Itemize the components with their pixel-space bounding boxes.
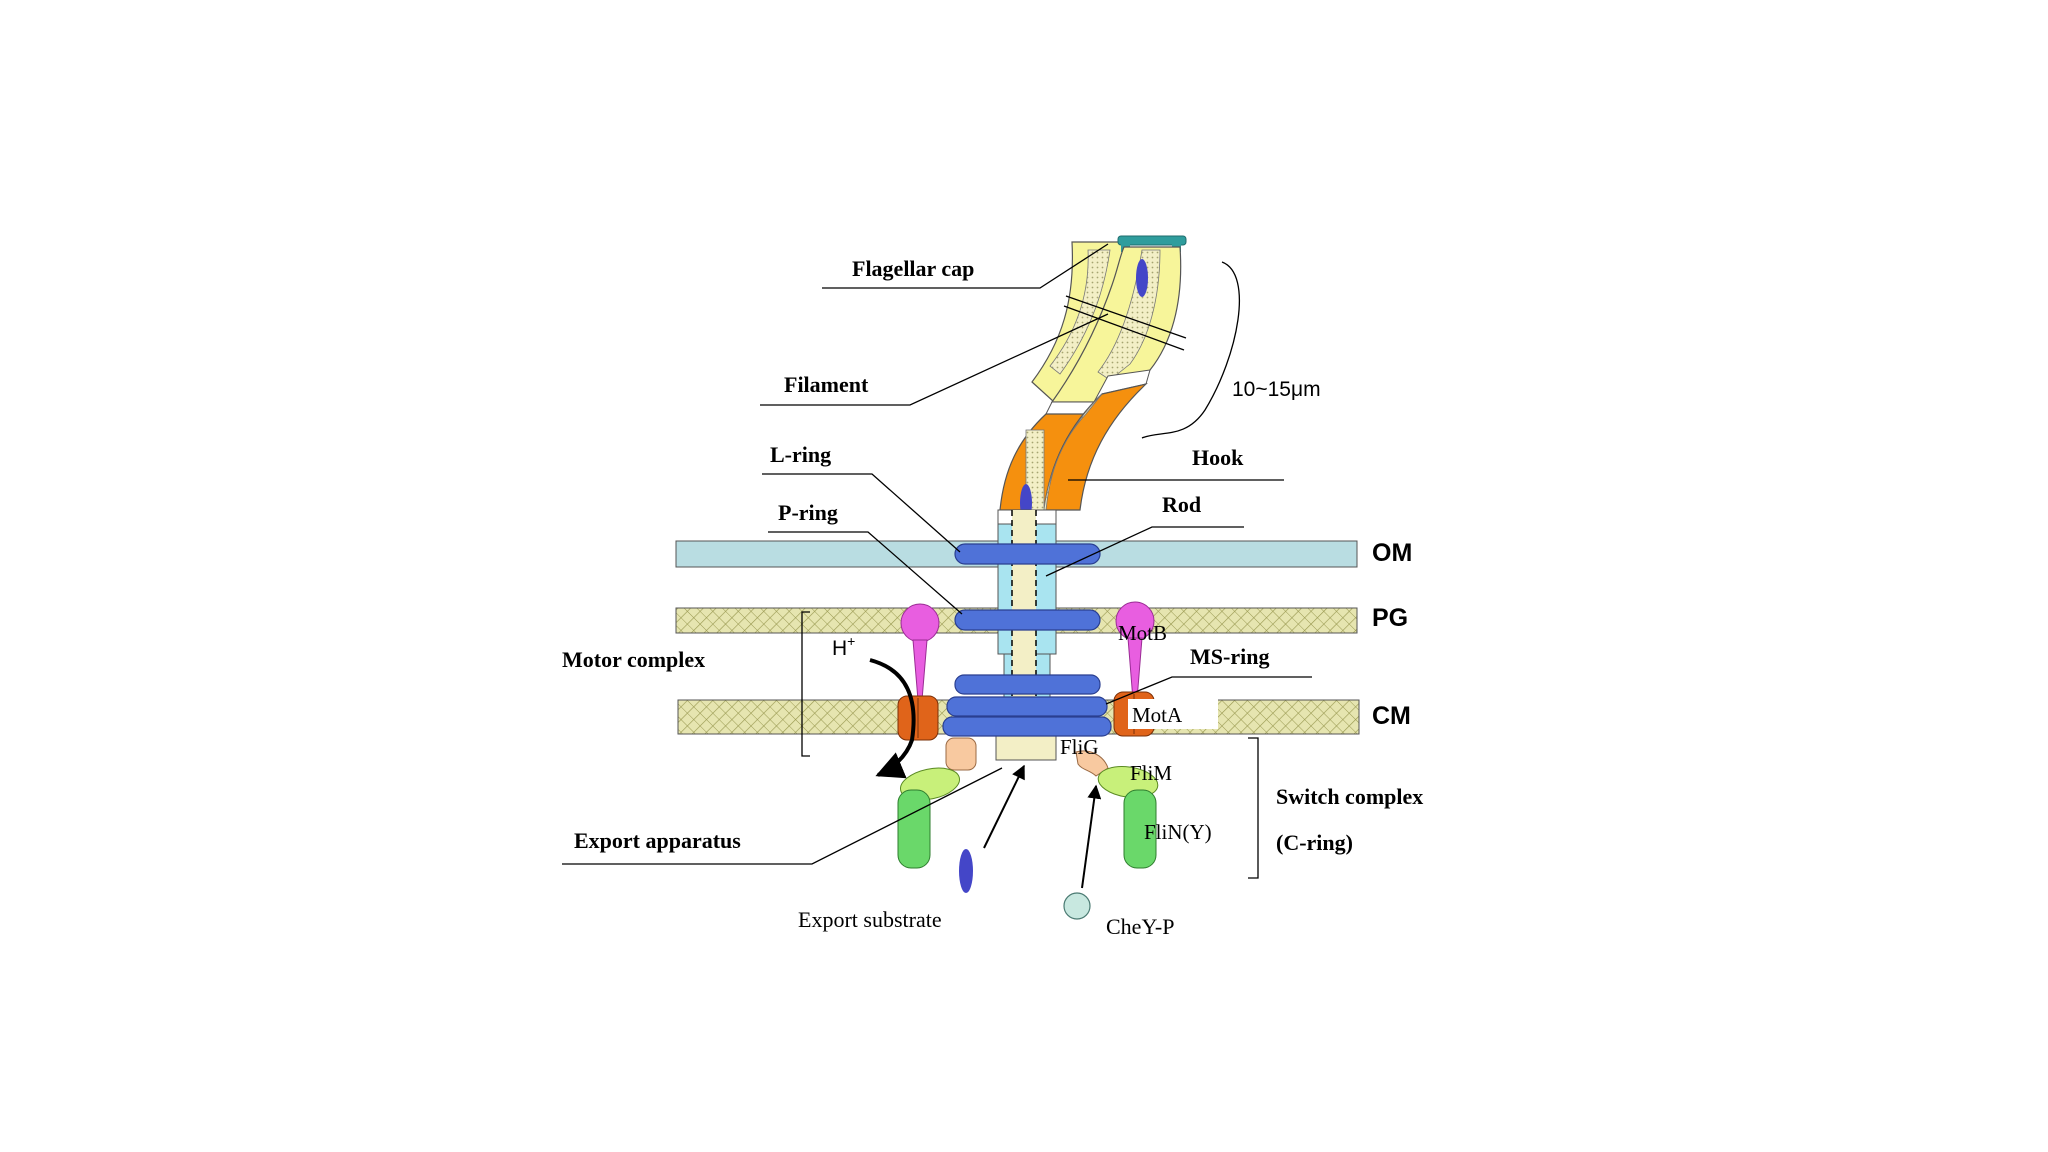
flagellar-cap [1117, 235, 1187, 246]
label-h-plus-superscript: + [847, 633, 855, 649]
motor-complex-bracket [801, 611, 810, 757]
label-flagellar-cap: Flagellar cap [852, 256, 974, 281]
ms-ring-top [954, 674, 1101, 695]
label-filament: Filament [784, 372, 869, 397]
label-rod: Rod [1162, 492, 1201, 517]
label-switch-complex: Switch complex [1276, 784, 1423, 809]
label-export-apparatus: Export apparatus [574, 828, 741, 853]
motb-left-head [900, 603, 940, 643]
label-cm: CM [1372, 702, 1411, 730]
label-flim: FliM [1130, 761, 1172, 785]
label-motb: MotB [1118, 621, 1167, 645]
export-substrate-molecule [959, 849, 973, 893]
export-gate [995, 733, 1057, 761]
chey-p-arrow [1081, 784, 1102, 889]
filament-substrate-protein [1136, 259, 1148, 297]
label-mota: MotA [1132, 703, 1183, 727]
leader-p-ring [768, 531, 963, 615]
leader-l-ring [762, 473, 961, 553]
flig-left [945, 737, 977, 771]
leader-flagellar-cap [822, 243, 1109, 289]
mota-label-bg [1128, 699, 1218, 729]
label-flin: FliN(Y) [1144, 820, 1212, 844]
leader-ms-ring [1105, 676, 1312, 705]
label-pg: PG [1372, 604, 1408, 632]
label-l-ring: L-ring [770, 442, 831, 467]
label-c-ring: (C-ring) [1276, 830, 1353, 855]
p-ring [954, 609, 1101, 631]
ms-ring-bottom [942, 716, 1112, 737]
label-hook: Hook [1192, 445, 1244, 470]
leader-filament [760, 313, 1109, 406]
ms-ring-mid [946, 696, 1108, 717]
export-substrate-arrow [983, 764, 1025, 849]
proton-flow-arrow [869, 658, 916, 779]
leader-rod [1045, 526, 1244, 577]
flin-left [897, 789, 931, 869]
length-bracket [1141, 261, 1240, 439]
label-p-ring: P-ring [778, 500, 838, 525]
l-ring [954, 543, 1101, 565]
label-length: 10~15μm [1232, 378, 1321, 401]
label-ms-ring: MS-ring [1190, 644, 1269, 669]
label-flig: FliG [1060, 735, 1099, 759]
leader-filament-tick-a [1065, 295, 1187, 339]
motb-left-stalk [912, 639, 928, 701]
flig-right [1075, 750, 1109, 777]
label-h-plus: H+ [832, 633, 855, 660]
switch-complex-bracket [1248, 737, 1259, 879]
label-chey-p: CheY-P [1106, 914, 1174, 939]
leader-filament-tick-b [1063, 305, 1185, 351]
leader-export-apparatus [562, 767, 1003, 865]
hook-right [1043, 382, 1149, 511]
label-export-substrate: Export substrate [798, 907, 942, 932]
label-h-plus-base: H [832, 637, 847, 660]
chey-p-molecule [1063, 892, 1091, 920]
label-om: OM [1372, 539, 1412, 567]
label-motor-complex: Motor complex [562, 647, 705, 672]
flin-right [1123, 789, 1157, 869]
